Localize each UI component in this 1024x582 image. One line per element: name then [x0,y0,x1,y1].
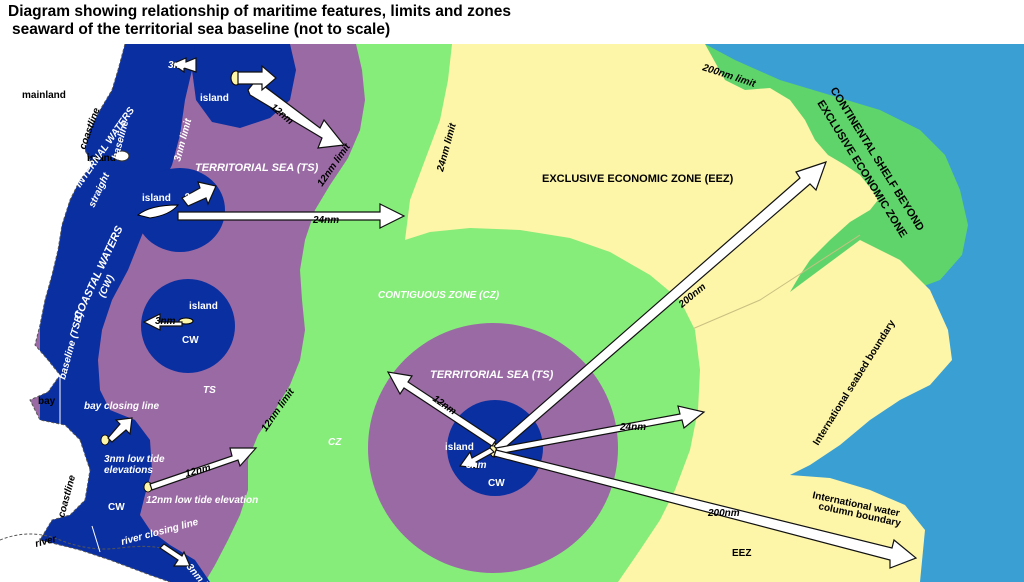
river-closing-line [91,525,101,553]
label-3nm-low-tide: 3nm low tide [104,454,165,465]
coastal-waters-mid-island [141,279,235,373]
small-coastal-island [114,150,130,162]
arrow-12nm-top [247,79,346,149]
island-straight-baseline [136,204,180,219]
river [0,533,171,551]
maritime-zones-diagram: mainland coastline island INTERNAL WATER… [0,44,1024,582]
arrow-3nm-lowtide [107,417,133,443]
label-cz-small: CZ [328,437,342,448]
label-24nm-top: 24nm [312,215,339,226]
arrow-200nm-down [493,449,918,569]
arrow-24nm-top [177,203,406,229]
label-mainland: mainland [22,90,66,101]
mainland-land [0,44,170,582]
label-island-small: island [87,153,116,164]
arrow-12nm-center [386,371,497,447]
label-island-center: island [445,442,474,453]
label-island-straight: island [142,193,171,204]
arrow-3nm-river [159,543,191,567]
diagram-title-line1: Diagram showing relationship of maritime… [8,3,511,20]
arrow-3nm-mid [142,313,183,331]
label-island-top: island [200,93,229,104]
arrow-3nm-center [458,447,495,469]
label-3nm-top-a: 3nm [248,72,269,83]
label-eez-full: EXCLUSIVE ECONOMIC ZONE (EEZ) [542,173,734,185]
label-island-mid: island [189,301,218,312]
low-tide-elevation-3nm [100,434,110,446]
arrow-24nm-center [495,405,706,455]
label-12nm-low-tide: 12nm low tide elevation [146,495,258,506]
label-24nm-center: 24nm [619,422,646,433]
label-eez-small: EEZ [732,548,751,559]
label-3nm-center: 3nm [466,460,487,471]
label-ts-small: TS [203,385,216,396]
label-bay-closing-line: bay closing line [84,401,159,412]
label-elevations: elevations [104,465,153,476]
label-territorial-sea-top: TERRITORIAL SEA (TS) [195,162,319,174]
label-cw-mid: CW [182,335,199,346]
label-contiguous-zone: CONTIGUOUS ZONE (CZ) [378,290,500,301]
label-cw-center: CW [488,478,505,489]
label-200nm-down: 200nm [707,508,740,519]
label-cw-bottom: CW [108,502,125,513]
label-territorial-sea-center: TERRITORIAL SEA (TS) [430,369,554,381]
diagram-title-line2: seaward of the territorial sea baseline … [12,21,391,38]
international-seabed-boundary-line [689,234,861,331]
arrow-3nm-top-left [170,57,197,74]
arrow-12nm-bottom [149,447,258,491]
arrow-3nm-straight [181,181,217,207]
mainland-coastline [29,44,171,582]
label-3nm-top-b: 3nm [168,60,189,71]
arrow-3nm-top [237,64,277,92]
label-bay: bay [38,396,56,407]
label-3nm-mid: 3nm [155,316,176,327]
arrow-200nm-up [493,161,827,453]
